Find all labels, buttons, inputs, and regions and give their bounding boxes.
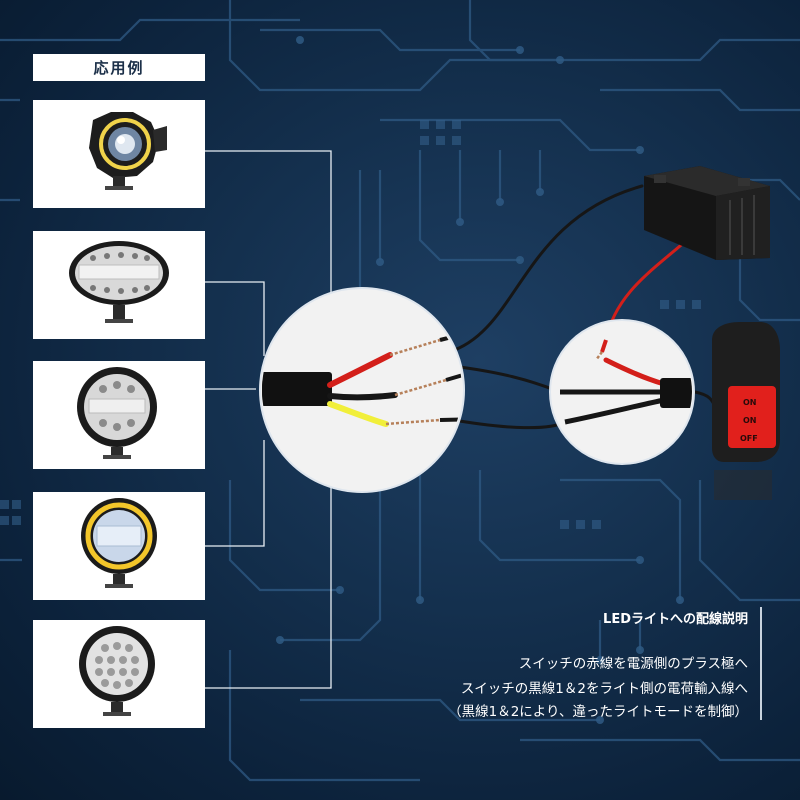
switch-label-on-2: ON [743,416,757,425]
round-led-work-light-icon [77,367,157,459]
angel-eye-projector-light-icon [89,112,167,190]
wiring-instructions-title: LEDライトへの配線説明 [603,612,748,627]
light-thumbnail-4 [33,492,205,600]
switch-label-on-1: ON [743,398,757,407]
thumbnail-connector-lines [205,150,332,689]
light-thumbnail-5 [33,620,205,728]
light-thumbnail-3 [33,361,205,469]
light-thumbnail-2 [33,231,205,339]
wire-closeup-right [549,319,695,465]
round-16-led-work-light-icon [79,626,155,716]
switch-label-off: OFF [740,434,758,443]
section-header: 応用例 [33,54,205,81]
wire-closeup-left [259,287,465,493]
instructions-divider [760,607,762,720]
battery [644,166,770,260]
wiring-instruction-line-1: スイッチの赤線を電源側のプラス極へ [518,656,748,672]
switch-rocker-button [728,386,776,448]
wiring-instruction-line-2: スイッチの黒線1＆2をライト側の電荷輸入線へ [460,681,748,697]
oval-led-work-light-icon [69,241,169,323]
rocker-switch [712,322,780,500]
section-header-label: 応用例 [93,59,145,77]
light-thumbnail-1 [33,100,205,208]
round-yellow-ring-led-light-icon [81,498,157,588]
wiring-instruction-line-3: （黒線1＆2により、違ったライトモードを制御） [448,704,748,720]
